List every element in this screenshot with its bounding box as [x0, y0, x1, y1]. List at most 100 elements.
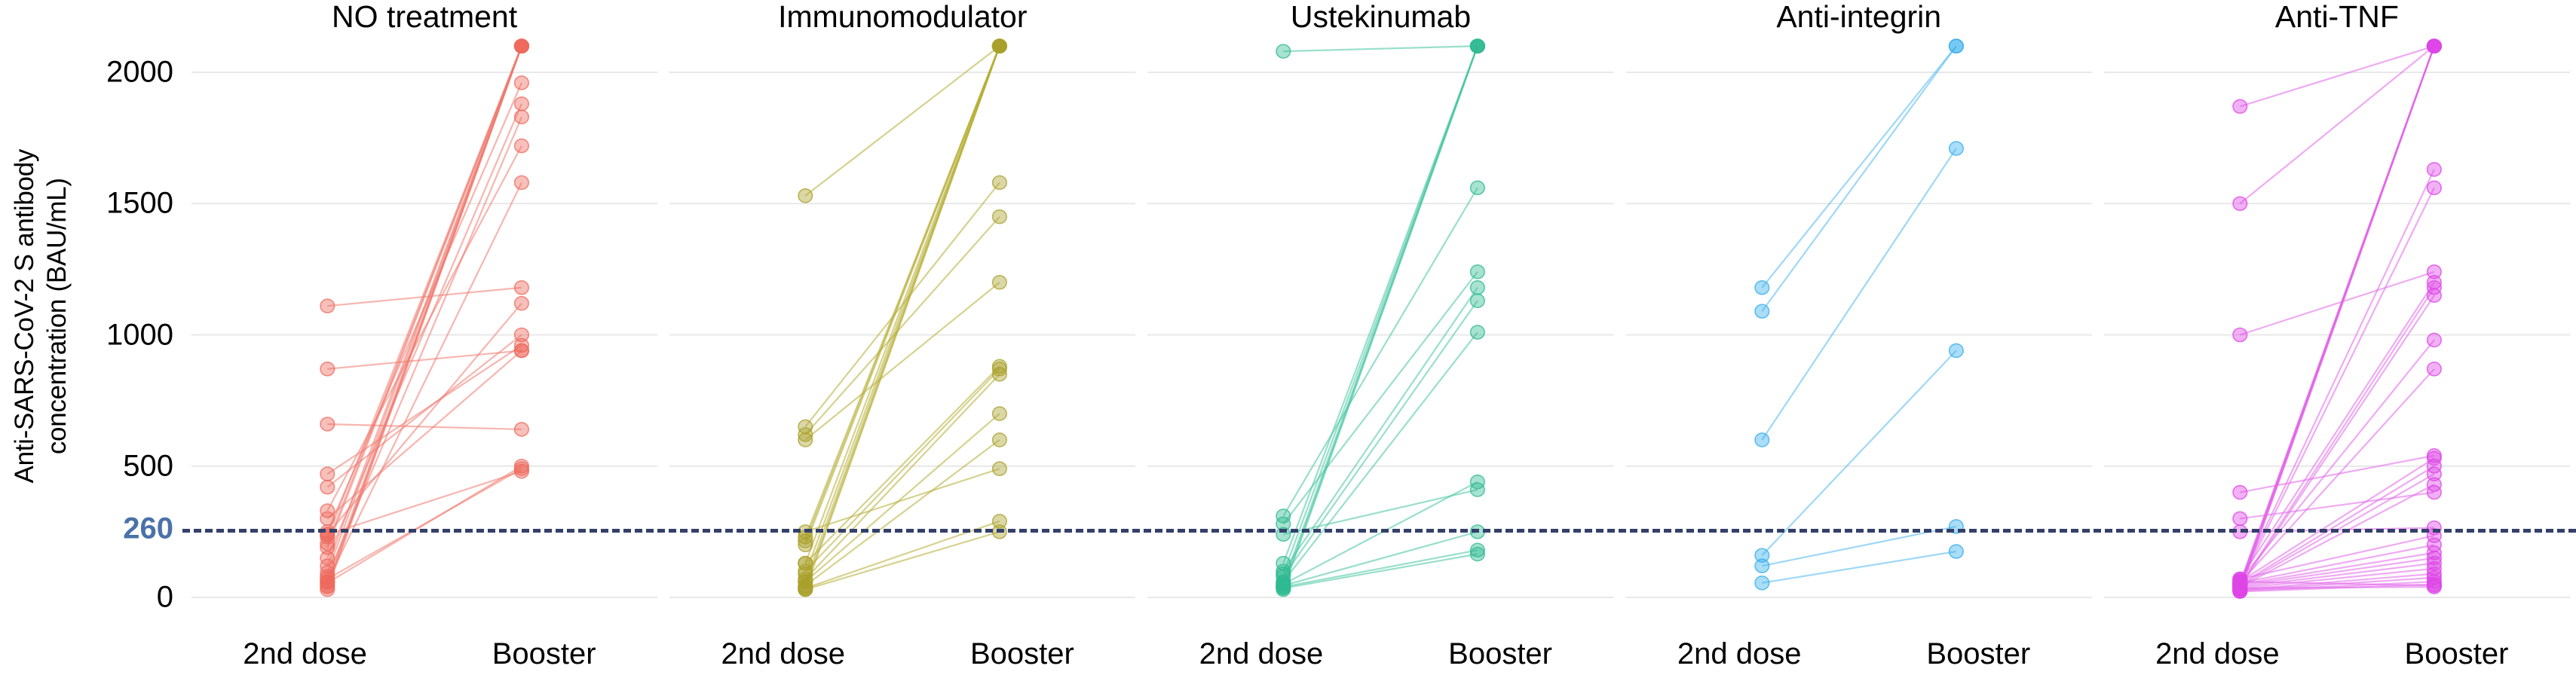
- series-line: [1762, 551, 1956, 583]
- data-point: [2427, 580, 2441, 594]
- series-line: [2240, 46, 2434, 591]
- data-point: [515, 328, 529, 342]
- data-point: [2233, 582, 2247, 595]
- data-point: [515, 465, 529, 478]
- data-point: [2427, 451, 2441, 465]
- panel-title: Ustekinumab: [1290, 0, 1472, 34]
- data-point: [515, 423, 529, 436]
- data-point: [2233, 486, 2247, 499]
- panel-title: Immunomodulator: [778, 0, 1028, 34]
- data-point: [993, 515, 1007, 528]
- series-line: [806, 532, 1000, 590]
- series-line: [2240, 587, 2434, 588]
- data-point: [1471, 543, 1485, 557]
- y-tick-1000: 1000: [106, 318, 173, 351]
- x-tick-second-dose: 2nd dose: [243, 637, 367, 670]
- data-point: [798, 564, 813, 578]
- series-line: [1284, 332, 1478, 582]
- series-line: [327, 345, 522, 474]
- series-line: [806, 46, 1000, 196]
- data-point: [2427, 362, 2441, 376]
- series-line: [2240, 340, 2434, 580]
- data-point: [1471, 525, 1485, 539]
- series-line: [2240, 288, 2434, 586]
- series-line: [1284, 554, 1478, 588]
- x-tick-second-dose: 2nd dose: [2155, 637, 2280, 670]
- series-line: [2240, 466, 2434, 585]
- data-point: [320, 362, 335, 376]
- series-line: [1762, 527, 1956, 566]
- series-line: [2240, 458, 2434, 582]
- series-line: [327, 304, 522, 535]
- data-point: [2427, 460, 2441, 473]
- series-line: [2240, 46, 2434, 203]
- data-point: [320, 417, 335, 431]
- series-line: [1284, 550, 1478, 587]
- data-point: [798, 538, 813, 551]
- gridlines: [1626, 72, 2092, 597]
- series-line: [2240, 295, 2434, 587]
- data-point: [2233, 512, 2247, 525]
- series-line: [1762, 148, 1956, 440]
- data-point: [993, 407, 1007, 420]
- data-point: [2233, 197, 2247, 210]
- series-line: [806, 282, 1000, 440]
- series-line: [327, 424, 522, 429]
- data-point: [798, 583, 813, 597]
- series-line: [327, 335, 522, 487]
- series-line: [806, 217, 1000, 435]
- data-point: [515, 297, 529, 310]
- series-line: [2240, 484, 2434, 587]
- data-point: [1471, 281, 1485, 295]
- data-points: [798, 39, 1006, 596]
- data-point: [2233, 525, 2247, 539]
- data-point: [320, 504, 335, 518]
- data-point: [2427, 281, 2441, 295]
- x-tick-booster: Booster: [2404, 637, 2509, 670]
- data-point: [320, 299, 335, 313]
- x-tick-second-dose: 2nd dose: [721, 637, 846, 670]
- y-tick-threshold-260: 260: [123, 512, 173, 545]
- series-line: [1284, 490, 1478, 534]
- data-point: [2427, 546, 2441, 560]
- series-line: [2240, 553, 2434, 585]
- data-point: [1755, 281, 1769, 295]
- plot-area: [2104, 36, 2570, 633]
- data-point: [1755, 548, 1769, 562]
- series-line: [1762, 350, 1956, 555]
- series-line: [806, 469, 1000, 532]
- series-line: [2240, 493, 2434, 519]
- x-tick-booster: Booster: [1926, 637, 2031, 670]
- plot-svg: [1626, 36, 2092, 633]
- series-line: [2240, 574, 2434, 590]
- data-point: [2233, 585, 2247, 598]
- data-point: [515, 176, 529, 189]
- series-line: [2240, 456, 2434, 493]
- gridlines: [2104, 72, 2570, 597]
- data-point: [2427, 265, 2441, 279]
- series-line: [327, 104, 522, 558]
- data-point: [993, 39, 1007, 53]
- data-point: [993, 433, 1007, 447]
- data-point: [798, 189, 813, 203]
- panel-title: Anti-integrin: [1776, 0, 1942, 34]
- data-point: [993, 176, 1007, 189]
- plot-area: [191, 36, 657, 633]
- data-point: [1471, 483, 1485, 496]
- data-point: [798, 433, 813, 447]
- series-line: [327, 288, 522, 306]
- series-line: [2240, 528, 2434, 532]
- series-line: [806, 369, 1000, 571]
- series-line: [806, 414, 1000, 582]
- x-tick-second-dose: 2nd dose: [1199, 637, 1324, 670]
- series-line: [1284, 188, 1478, 516]
